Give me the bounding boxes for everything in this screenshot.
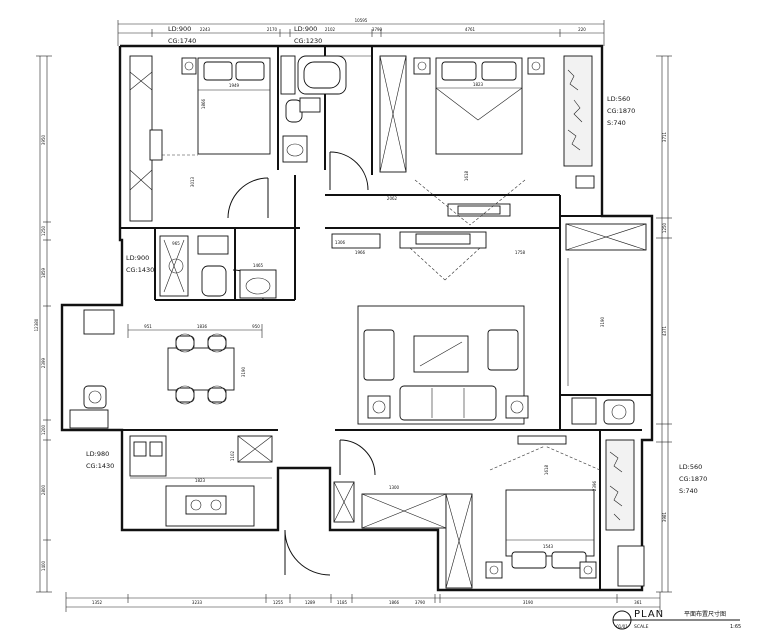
dim-bottom: 3190	[523, 600, 534, 605]
label-ld: LD:560	[679, 463, 702, 471]
dim-bottom: 361	[634, 600, 642, 605]
dim-right: 4371	[662, 325, 667, 336]
room-dim: 1823	[195, 478, 206, 483]
dim-right: 1250	[662, 222, 667, 233]
room-dim: 2062	[387, 196, 398, 201]
living-room	[331, 223, 647, 425]
room-dim: 1306	[335, 240, 346, 245]
dim-top: 220	[578, 27, 586, 32]
doors	[227, 151, 376, 576]
scale-value: 1:65	[730, 624, 741, 630]
bathroom-2	[159, 235, 277, 299]
dim-bottom: 3790	[415, 600, 426, 605]
room-dim: 1618	[544, 464, 549, 475]
bedroom-3	[333, 435, 645, 589]
dim-top: 2170	[267, 27, 278, 32]
room-dim: 2396	[592, 480, 597, 491]
label-ld: LD:900	[126, 254, 149, 262]
kitchen	[129, 435, 273, 527]
dim-bottom: 1352	[92, 600, 103, 605]
title-block: 01/01 PLAN 平面布置尺寸图 SCALE 1:65	[612, 609, 741, 630]
room-dim: 1866	[201, 98, 206, 109]
dim-right: 3981	[662, 511, 667, 522]
dim-top: 2102	[325, 27, 336, 32]
bathroom-1	[280, 55, 372, 163]
dim-right: 3711	[662, 131, 667, 142]
dim-left: 1200	[41, 424, 46, 435]
dim-left: 2399	[41, 357, 46, 368]
room-dim: 950	[252, 324, 260, 329]
dim-bottom: 3233	[192, 600, 203, 605]
dim-top: 4761	[465, 27, 476, 32]
room-dim: 1823	[473, 82, 484, 87]
room-dim: 1102	[230, 450, 235, 461]
bedroom-1	[129, 55, 271, 222]
dim-top: 3790	[372, 27, 383, 32]
label-ld: LD:900	[168, 25, 191, 33]
label-cg: CG:1430	[86, 462, 114, 470]
scale-label: SCALE	[634, 624, 649, 630]
room-dim: 1836	[197, 324, 208, 329]
label-s: S:740	[607, 119, 626, 127]
room-dim: 951	[144, 324, 152, 329]
room-dim: 1949	[229, 83, 240, 88]
label-cg: CG:1230	[294, 37, 322, 45]
dim-left: 1859	[41, 267, 46, 278]
room-dim: 1543	[543, 544, 554, 549]
dimension-texts: 10595 2243 2170 2102 3790 4761 220 1352 …	[34, 18, 667, 605]
ceiling-labels: LD:900 CG:1740 LD:900 CG:1230 LD:560 CG:…	[86, 25, 707, 495]
room-dim: 3190	[600, 316, 605, 327]
plan-label: PLAN	[634, 609, 664, 620]
label-s: S:740	[679, 487, 698, 495]
dim-left: 1250	[41, 225, 46, 236]
dim-left-total: 12380	[34, 318, 39, 331]
dim-bottom: 1185	[337, 600, 348, 605]
dim-bottom: 1255	[273, 600, 284, 605]
label-cg: CG:1740	[168, 37, 196, 45]
room-dim: 3013	[190, 176, 195, 187]
label-cg: CG:1430	[126, 266, 154, 274]
dimension-lines	[36, 20, 672, 612]
dim-left: 2800	[41, 484, 46, 495]
left-balcony	[69, 309, 115, 429]
dim-top-total: 10595	[355, 18, 368, 23]
sheet-number: 01/01	[616, 624, 628, 629]
dim-bottom: 1866	[389, 600, 400, 605]
dim-left: 1400	[41, 560, 46, 571]
label-ld: LD:560	[607, 95, 630, 103]
room-dim: 3190	[241, 366, 246, 377]
dining-area	[127, 324, 263, 405]
room-dim: 965	[172, 241, 180, 246]
drawing-name: 平面布置尺寸图	[684, 610, 726, 618]
label-cg: CG:1870	[607, 107, 635, 115]
label-cg: CG:1870	[679, 475, 707, 483]
room-dim: 1758	[515, 250, 526, 255]
label-ld: LD:980	[86, 450, 109, 458]
room-dim: 1465	[253, 263, 264, 268]
bedroom-2	[379, 55, 595, 226]
dim-top: 2243	[200, 27, 211, 32]
room-dim: 1618	[464, 170, 469, 181]
label-ld: LD:900	[294, 25, 317, 33]
room-dim: 1300	[389, 485, 400, 490]
dim-left: 3950	[41, 134, 46, 145]
walls	[60, 44, 654, 592]
room-dim: 1966	[355, 250, 366, 255]
dim-bottom: 1289	[305, 600, 316, 605]
